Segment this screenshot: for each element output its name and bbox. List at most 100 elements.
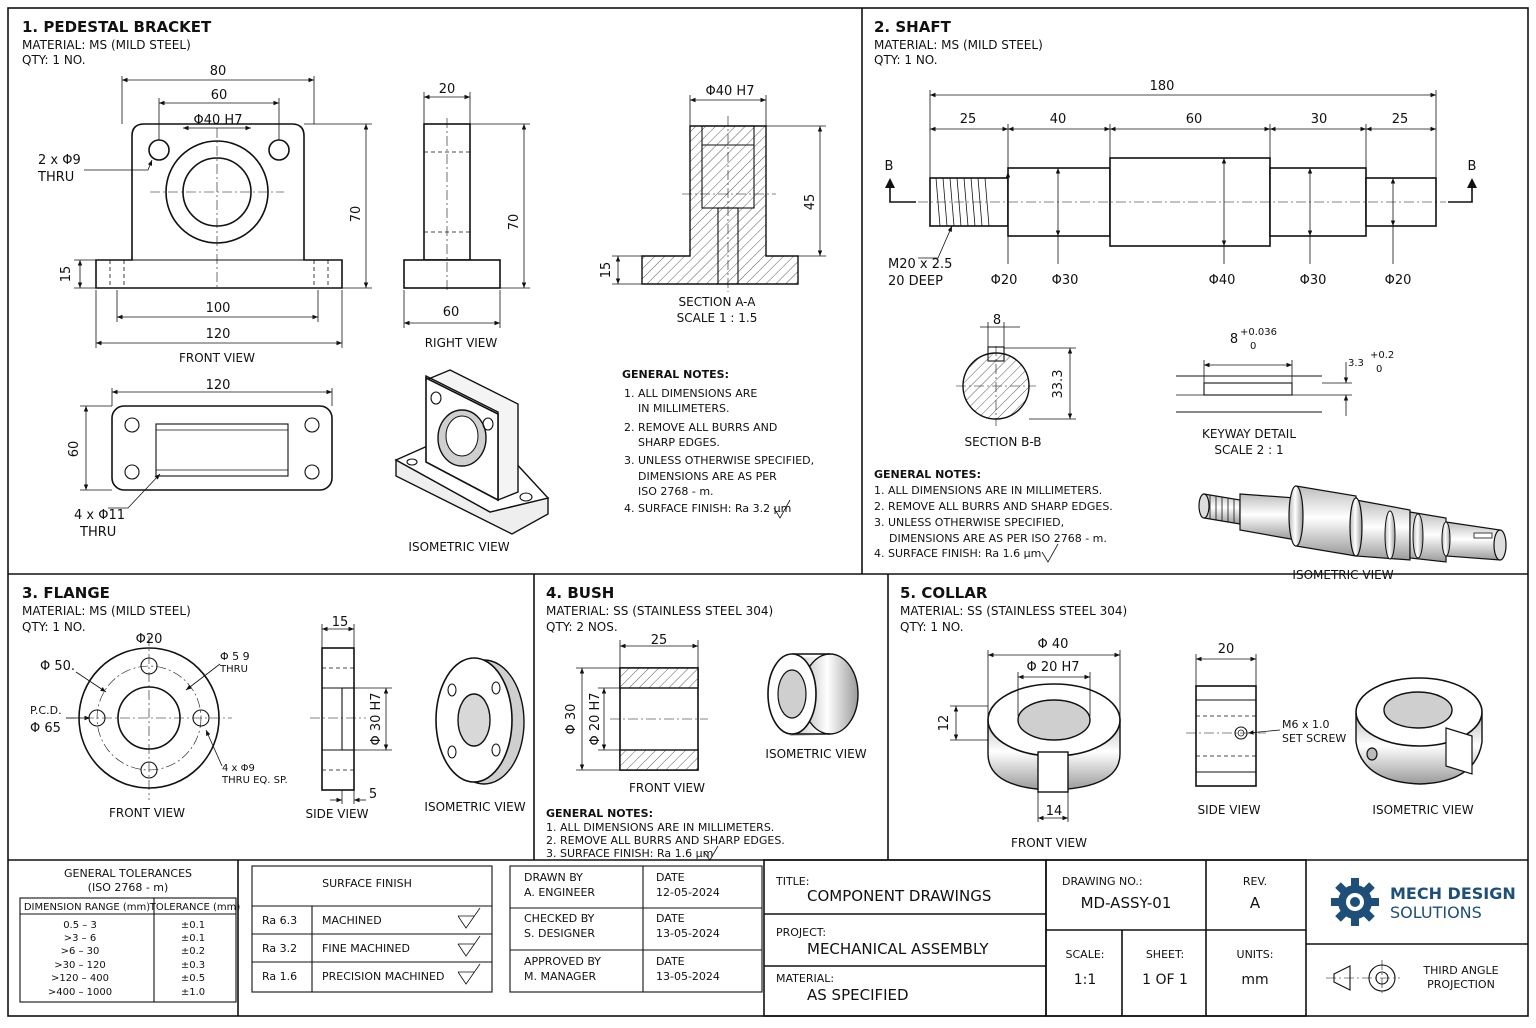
dim-section-bore: Φ40 H7 xyxy=(706,84,755,99)
note-thread-a: M20 x 2.5 xyxy=(888,257,952,272)
tolerance-value-cell: ±0.1 xyxy=(181,920,205,931)
sheet-value: 1 OF 1 xyxy=(1142,972,1188,988)
approvals-block: DRAWN BY A. ENGINEER DATE 12-05-2024 CHE… xyxy=(509,865,763,993)
project-name: MECHANICAL ASSEMBLY xyxy=(807,940,989,958)
bush-isometric-view: ISOMETRIC VIEW xyxy=(765,653,867,761)
dim-flange-top: Φ20 xyxy=(136,632,163,647)
bracket-isometric-view: ISOMETRIC VIEW xyxy=(394,369,550,554)
dim-shaft-d3: Φ40 xyxy=(1209,273,1236,288)
dim-shaft-s5: 25 xyxy=(1392,112,1409,127)
surface-finish-desc: PRECISION MACHINED xyxy=(322,970,444,983)
shaft-note-line: 1. ALL DIMENSIONS ARE IN MILLIMETERS. xyxy=(874,484,1102,497)
dim-bracket-60: 60 xyxy=(211,88,228,103)
dim-collar-slot: 14 xyxy=(1046,804,1063,819)
tolerance-title-a: GENERAL TOLERANCES xyxy=(64,867,192,880)
label-bush-front: FRONT VIEW xyxy=(629,781,705,795)
dim-keyway-depth-tol-lower: 0 xyxy=(1376,364,1382,375)
dim-key-width: 8 xyxy=(993,313,1001,328)
dim-flange-holes-a: 4 x Φ9 xyxy=(222,763,255,774)
drawing-number: MD-ASSY-01 xyxy=(1081,894,1172,912)
collar-front-view: Φ 40 Φ 20 H7 12 14 FRONT VIEW xyxy=(937,637,1121,850)
bush-section: 4. BUSH MATERIAL: SS (STAINLESS STEEL 30… xyxy=(546,584,867,861)
bracket-notes-title: GENERAL NOTES: xyxy=(622,368,729,381)
tolerance-range-cell: >6 – 30 xyxy=(61,946,100,957)
surface-finish-table: SURFACE FINISH Ra 6.3 MACHINED Ra 3.2 FI… xyxy=(251,865,493,993)
shaft-notes: GENERAL NOTES: 1. ALL DIMENSIONS ARE IN … xyxy=(874,468,1113,563)
dim-bush-od: Φ 30 xyxy=(564,704,579,735)
bracket-note-line: ISO 2768 - m. xyxy=(638,485,714,498)
checked-by-label: CHECKED BY xyxy=(524,912,595,925)
bracket-title: 1. PEDESTAL BRACKET xyxy=(22,18,212,36)
title-fields: TITLE: COMPONENT DRAWINGS PROJECT: MECHA… xyxy=(763,859,1047,1017)
checked-by-value: S. DESIGNER xyxy=(524,927,595,940)
dim-bush-length: 25 xyxy=(651,633,668,648)
surface-finish-grade: Ra 3.2 xyxy=(262,942,297,955)
bracket-note-line: DIMENSIONS ARE AS PER xyxy=(638,470,777,483)
note-bracket-holes-a: 2 x Φ9 xyxy=(38,153,81,168)
flange-isometric-view: ISOMETRIC VIEW xyxy=(424,657,526,814)
rev-label: REV. xyxy=(1243,875,1267,888)
label-flange-front: FRONT VIEW xyxy=(109,806,185,820)
label-flange-iso: ISOMETRIC VIEW xyxy=(424,800,525,814)
title-label: TITLE: xyxy=(775,875,809,888)
note-bracket-top-holes-b: THRU xyxy=(79,525,116,540)
company-name-line1: MECH DESIGN xyxy=(1390,884,1516,903)
dim-flange-pcd-a: P.C.D. xyxy=(30,704,62,717)
dim-bracket-bore: Φ40 H7 xyxy=(194,113,243,128)
projection-label-line1: THIRD ANGLE xyxy=(1422,964,1498,977)
flange-section: 3. FLANGE MATERIAL: MS (MILD STEEL) QTY:… xyxy=(22,584,526,821)
dim-bracket-70: 70 xyxy=(349,206,364,223)
surface-finish-title: SURFACE FINISH xyxy=(322,877,412,890)
bush-note-line: 3. SURFACE FINISH: Ra 1.6 µm xyxy=(546,847,713,860)
tolerance-range-cell: >400 – 1000 xyxy=(48,987,112,998)
bracket-top-view: 120 60 4 x Φ11 THRU xyxy=(67,378,333,540)
tolerance-col-tol: TOLERANCE (mm) xyxy=(149,902,241,913)
dim-keyway-width: 8 xyxy=(1230,332,1238,347)
dim-bracket-80: 80 xyxy=(210,64,227,79)
surface-finish-symbol-icon xyxy=(457,935,481,957)
label-collar-front: FRONT VIEW xyxy=(1011,836,1087,850)
note-bracket-top-holes-a: 4 x Φ11 xyxy=(74,508,125,523)
label-bracket-iso: ISOMETRIC VIEW xyxy=(408,540,509,554)
drawn-date-label: DATE xyxy=(656,871,685,884)
label-bush-iso: ISOMETRIC VIEW xyxy=(765,747,866,761)
dim-flange-pcd-b: Φ 65 xyxy=(30,721,61,736)
bush-title: 4. BUSH xyxy=(546,584,614,602)
drawing-info: DRAWING NO.: MD-ASSY-01 REV. A SCALE: 1:… xyxy=(1045,859,1307,1017)
projection-label-line2: PROJECTION xyxy=(1427,978,1495,991)
approved-by-label: APPROVED BY xyxy=(524,955,601,968)
bush-note-line: 2. REMOVE ALL BURRS AND SHARP EDGES. xyxy=(546,834,785,847)
label-collar-iso: ISOMETRIC VIEW xyxy=(1372,803,1473,817)
note-bracket-holes-b: THRU xyxy=(37,170,74,185)
dim-shaft-s1: 25 xyxy=(960,112,977,127)
drawing-no-label: DRAWING NO.: xyxy=(1062,875,1143,888)
label-keyway-scale: SCALE 2 : 1 xyxy=(1214,443,1283,457)
gear-logo-icon xyxy=(1331,878,1379,926)
dim-shaft-s3: 60 xyxy=(1186,112,1203,127)
tolerance-value-cell: ±0.5 xyxy=(181,973,205,984)
dim-flange-side-bore: Φ 30 H7 xyxy=(369,692,384,745)
units-label: UNITS: xyxy=(1237,948,1274,961)
tolerance-col-range: DIMENSION RANGE (mm) xyxy=(24,902,150,913)
bracket-note-line: 3. UNLESS OTHERWISE SPECIFIED, xyxy=(624,454,814,467)
label-collar-side: SIDE VIEW xyxy=(1198,803,1261,817)
bracket-right-view: 20 70 60 RIGHT VIEW xyxy=(403,82,530,350)
surface-finish-symbol-icon xyxy=(457,963,481,985)
dim-bracket-side-60: 60 xyxy=(443,305,460,320)
dim-collar-id: Φ 20 H7 xyxy=(1026,660,1079,675)
drawn-by-label: DRAWN BY xyxy=(524,871,583,884)
dim-shaft-180: 180 xyxy=(1150,79,1175,94)
approved-date-value: 13-05-2024 xyxy=(656,970,720,983)
tolerance-range-cell: 0.5 – 3 xyxy=(63,920,97,931)
dim-flange-outer: Φ 50. xyxy=(40,659,75,674)
label-shaft-iso: ISOMETRIC VIEW xyxy=(1292,568,1393,582)
dim-shaft-s4: 30 xyxy=(1311,112,1328,127)
dim-key-height: 33.3 xyxy=(1051,370,1066,399)
dim-keyway-tol-upper: +0.036 xyxy=(1240,327,1277,338)
dim-bush-id: Φ 20 H7 xyxy=(588,692,603,745)
bracket-material: MATERIAL: MS (MILD STEEL) xyxy=(22,38,191,52)
bracket-note-line: IN MILLIMETERS. xyxy=(638,402,729,415)
shaft-front-view: 180 25 40 60 30 25 B B xyxy=(885,79,1477,289)
tolerance-title-b: (ISO 2768 - m) xyxy=(88,881,169,894)
